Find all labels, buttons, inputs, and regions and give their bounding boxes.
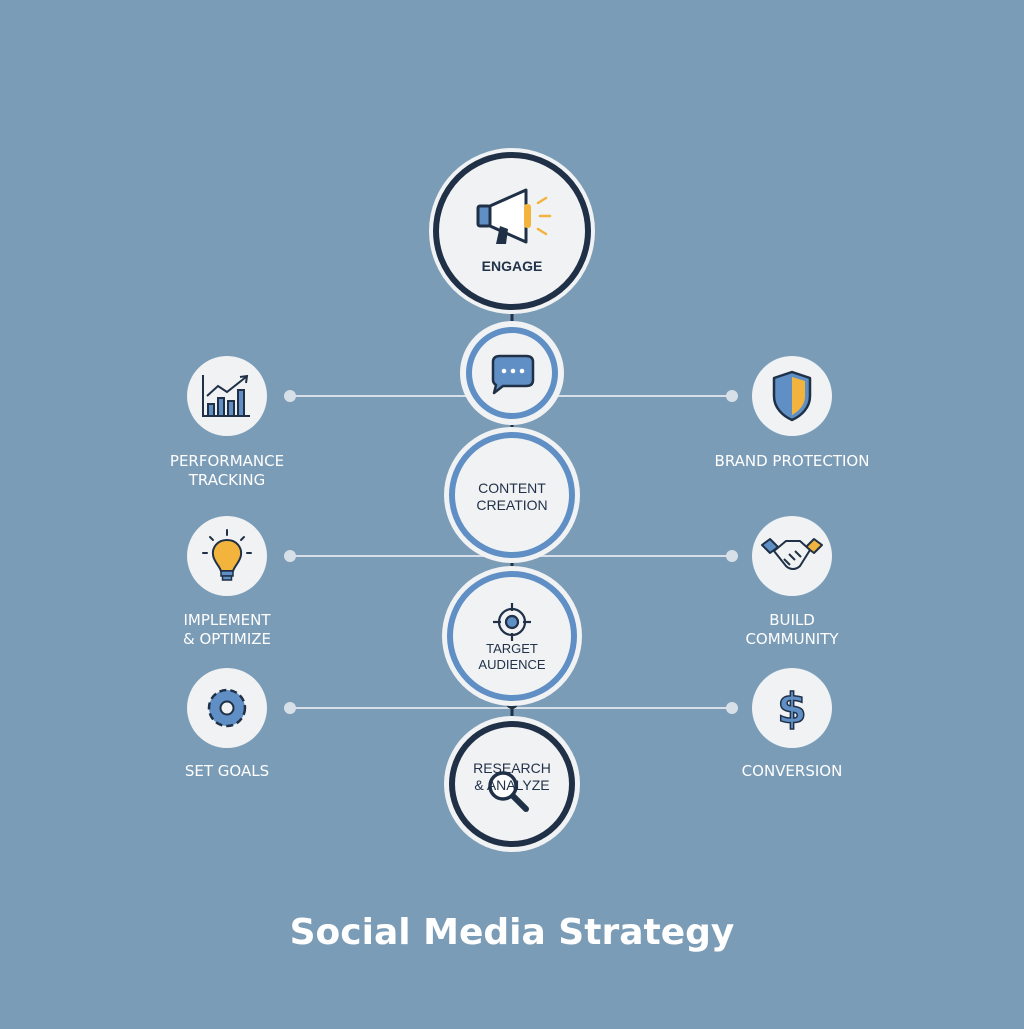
node-implement-optimize xyxy=(187,516,267,596)
connector-dot xyxy=(726,390,738,402)
node-performance-tracking xyxy=(187,356,267,436)
chat-bubble-icon xyxy=(491,354,535,395)
node-target-audience xyxy=(442,566,582,706)
dollar-icon: $ xyxy=(777,684,806,733)
label-performance-tracking: PERFORMANCE TRACKING xyxy=(169,452,285,489)
lightbulb-icon xyxy=(202,529,252,581)
connector-dot xyxy=(284,702,296,714)
connector-dot xyxy=(284,390,296,402)
diagram-title: Social Media Strategy xyxy=(289,912,735,953)
node-content-creation xyxy=(444,427,580,563)
label-implement-optimize: IMPLEMENT & OPTIMIZE xyxy=(182,611,272,648)
label-engage: ENGAGE xyxy=(481,258,543,274)
magnifier-icon xyxy=(488,771,529,812)
label-research-analyze: RESEARCH & ANALYZE xyxy=(473,760,551,793)
target-icon xyxy=(493,603,531,641)
connector-dot xyxy=(726,550,738,562)
connector-dot xyxy=(726,702,738,714)
handshake-icon xyxy=(761,538,823,570)
node-conversion: $ xyxy=(752,668,832,748)
node-build-community xyxy=(752,516,832,596)
shield-icon xyxy=(772,370,812,422)
bar-chart-icon xyxy=(202,374,250,417)
label-content-creation: CONTENT CREATION xyxy=(476,480,548,513)
connector-dot xyxy=(284,550,296,562)
node-research-analyze xyxy=(444,716,580,852)
node-engage xyxy=(429,148,595,314)
node-chat xyxy=(460,321,564,425)
node-brand-protection xyxy=(752,356,832,436)
label-build-community: BUILD COMMUNITY xyxy=(745,611,839,648)
gear-icon xyxy=(207,688,247,728)
connector-end-dots xyxy=(284,390,738,714)
node-set-goals xyxy=(187,668,267,748)
megaphone-icon xyxy=(476,188,552,244)
label-conversion: CONVERSION xyxy=(741,762,843,780)
label-target-audience: TARGET AUDIENCE xyxy=(478,641,546,672)
label-brand-protection: BRAND PROTECTION xyxy=(714,452,870,470)
label-set-goals: SET GOALS xyxy=(184,762,270,780)
